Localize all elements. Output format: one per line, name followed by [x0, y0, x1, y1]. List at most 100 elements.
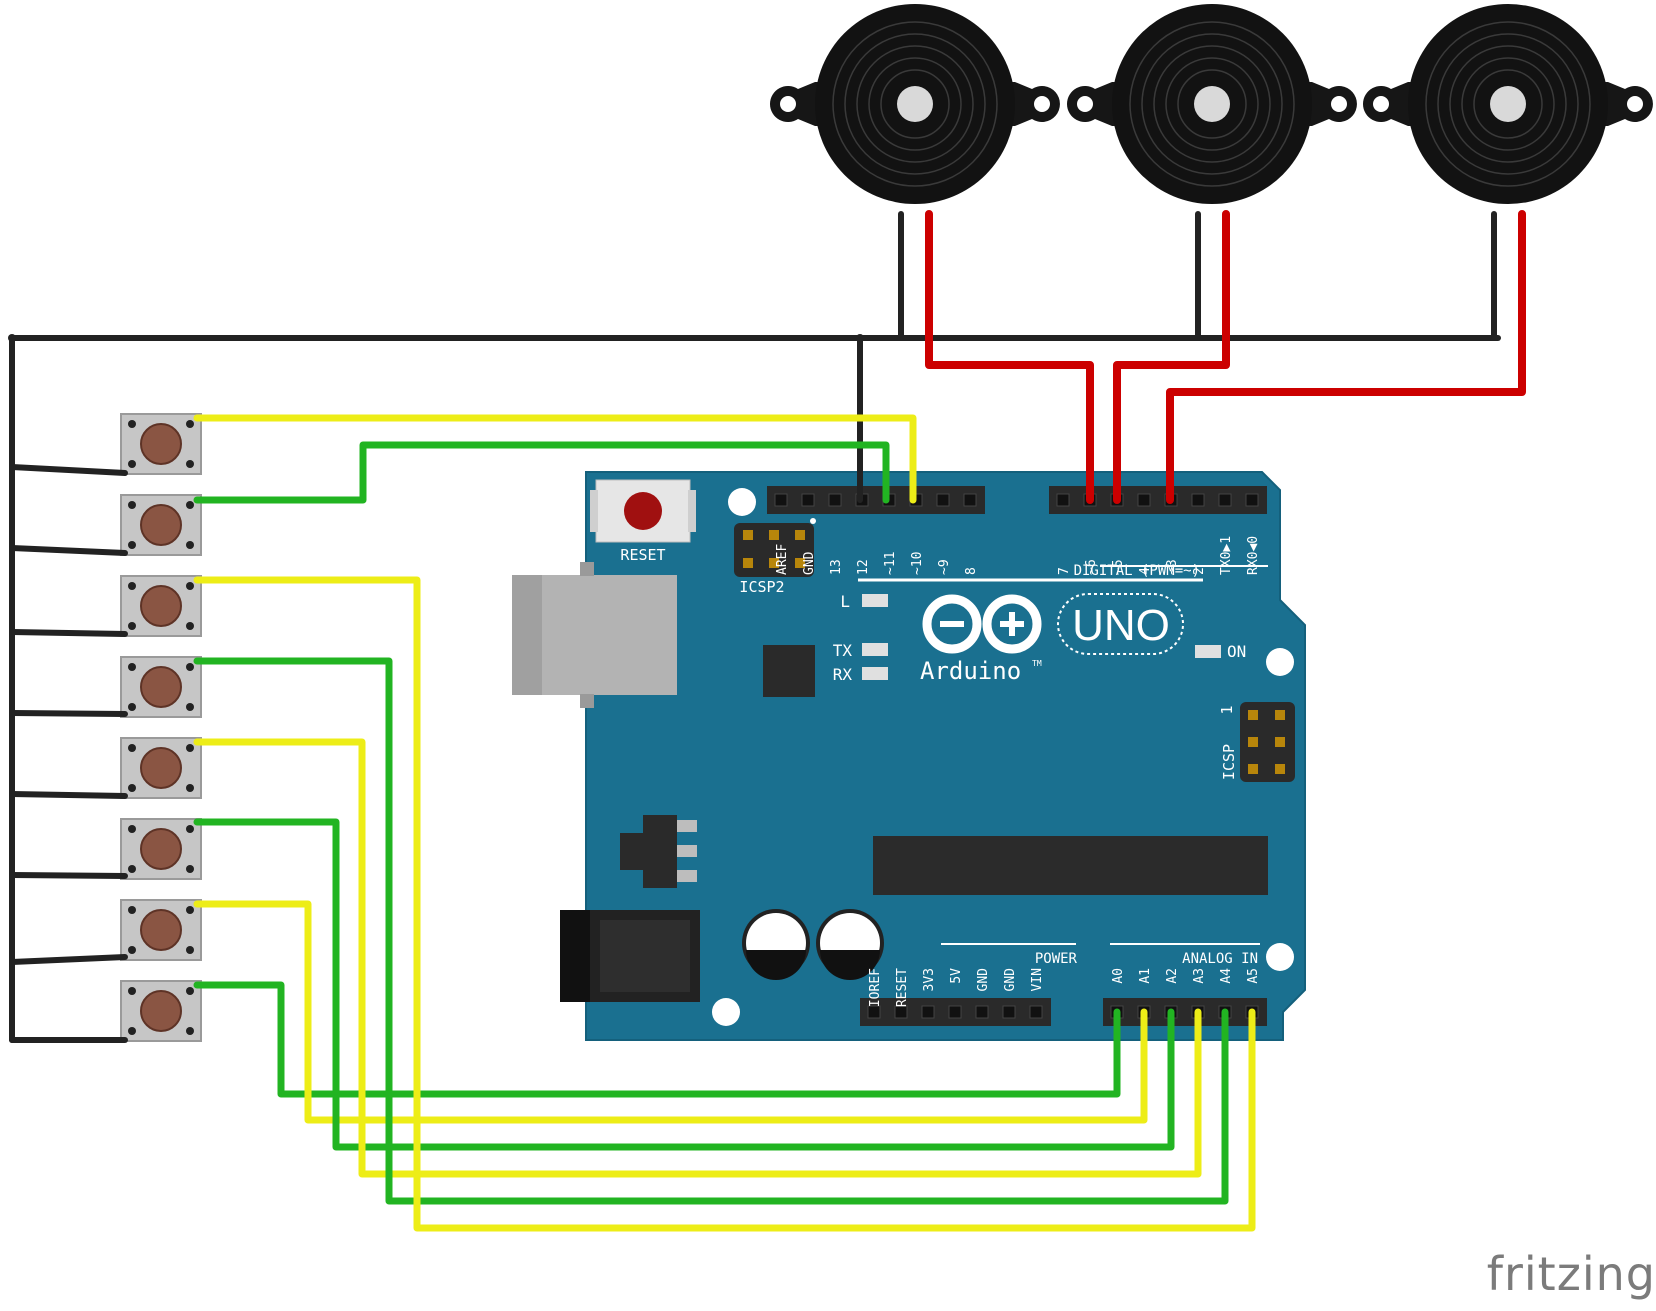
header-pin — [774, 493, 788, 507]
led-rx-label: RX — [833, 665, 853, 684]
usb-connector — [512, 562, 677, 708]
on-label: ON — [1227, 642, 1246, 661]
pin-label: 8 — [964, 567, 979, 575]
header-pin — [1002, 1005, 1016, 1019]
button-7 — [120, 899, 202, 961]
pin-label: 3V3 — [922, 968, 937, 991]
icsp-label: ICSP — [1220, 744, 1238, 780]
header-pin — [936, 493, 950, 507]
mounting-hole — [1266, 943, 1294, 971]
pin-label: 4 — [1138, 567, 1153, 575]
led-on — [1195, 645, 1221, 658]
pin-label: ~3 — [1165, 559, 1180, 575]
digital-label: DIGITAL (PWM=~) — [1074, 563, 1200, 579]
led-l — [862, 594, 888, 607]
header-pin — [1191, 493, 1205, 507]
reset-label: RESET — [620, 546, 665, 564]
atmega-chip — [873, 836, 1268, 895]
fritzing-watermark: fritzing — [1486, 1247, 1656, 1301]
pin-label: GND — [976, 968, 991, 992]
pin-label: GND — [802, 551, 817, 575]
icsp-header — [1240, 702, 1295, 782]
pin-label: VIN — [1030, 968, 1045, 991]
pin-label: RESET — [895, 968, 910, 1007]
header-pin — [1056, 493, 1070, 507]
reset-button[interactable] — [590, 479, 696, 543]
button-1 — [120, 413, 202, 475]
led-tx-label: TX — [833, 641, 853, 660]
arduino-uno-board: RESET ICSP2 L TX RX ON — [512, 471, 1306, 1041]
buzzer-2 — [1066, 3, 1358, 205]
power-label: POWER — [1035, 951, 1078, 967]
pin-label: ~10 — [910, 552, 925, 575]
wire-button-gnd — [9, 954, 128, 965]
led-l-label: L — [840, 592, 850, 611]
header-pin — [1029, 1005, 1043, 1019]
header-pin — [921, 1005, 935, 1019]
wire-buzzer2-pin5 — [1113, 210, 1230, 504]
pin-label: ~11 — [883, 552, 898, 575]
pin-label: GND — [1003, 968, 1018, 992]
header-pin — [867, 1005, 881, 1019]
wire-button-gnd — [9, 710, 128, 717]
button-3 — [120, 575, 202, 637]
arduino-logo — [922, 594, 1042, 654]
header-pin — [963, 493, 977, 507]
header-pin — [801, 493, 815, 507]
wire-button5-a3 — [193, 738, 1202, 1178]
wire-button-gnd — [9, 545, 128, 556]
capacitor-1 — [742, 909, 810, 980]
wire-button7-a1 — [193, 900, 1148, 1124]
pin-label: ~5 — [1111, 559, 1126, 575]
led-rx — [862, 667, 888, 680]
header-pin — [948, 1005, 962, 1019]
pin-label: A3 — [1192, 968, 1207, 984]
button-2 — [120, 494, 202, 556]
led-tx — [862, 643, 888, 656]
pin-label: ~9 — [937, 559, 952, 575]
button-6 — [120, 818, 202, 880]
pin-label: AREF — [775, 544, 790, 575]
pin-label: A2 — [1165, 968, 1180, 984]
pin-label: 5V — [949, 968, 964, 984]
wire-buzzer3-pin3 — [1166, 210, 1526, 504]
wire-buzzer1-pin6 — [925, 210, 1094, 504]
wire-button-gnd — [9, 629, 128, 637]
header-pin — [1218, 493, 1232, 507]
power-jack — [560, 910, 700, 1002]
wire-button3-a5 — [193, 576, 1256, 1232]
wire-button2-pin13 — [193, 441, 890, 504]
pin-label: ~6 — [1084, 559, 1099, 575]
header-pin — [894, 1005, 908, 1019]
wire-button4-a4 — [193, 657, 1229, 1205]
header-pin — [975, 1005, 989, 1019]
voltage-regulator — [620, 815, 697, 888]
analog-in-label: ANALOG IN — [1182, 951, 1258, 967]
wire-button8-a0 — [193, 981, 1121, 1098]
button-5 — [120, 737, 202, 799]
pin-label: IOREF — [868, 968, 883, 1007]
pin-label: A1 — [1138, 968, 1153, 984]
mounting-hole — [728, 488, 756, 516]
icsp2-label: ICSP2 — [739, 578, 784, 596]
mounting-hole — [712, 998, 740, 1026]
pin-label: 13 — [829, 559, 844, 575]
wire-button1-pin12 — [193, 414, 917, 504]
icsp2-header — [734, 523, 814, 577]
mounting-hole — [1266, 648, 1294, 676]
icsp-pin1-label: 1 — [1218, 705, 1236, 714]
header-pin — [828, 493, 842, 507]
button-8 — [120, 980, 202, 1042]
buzzer-3 — [1362, 3, 1654, 205]
pin-label: A5 — [1246, 968, 1261, 984]
buzzer-1 — [769, 3, 1061, 205]
arduino-brand: Arduino — [920, 657, 1021, 685]
pin-label: A4 — [1219, 968, 1234, 984]
capacitor-2 — [816, 909, 884, 980]
wire-button6-a2 — [193, 818, 1175, 1151]
pin-label: RX0◀0 — [1246, 536, 1261, 575]
